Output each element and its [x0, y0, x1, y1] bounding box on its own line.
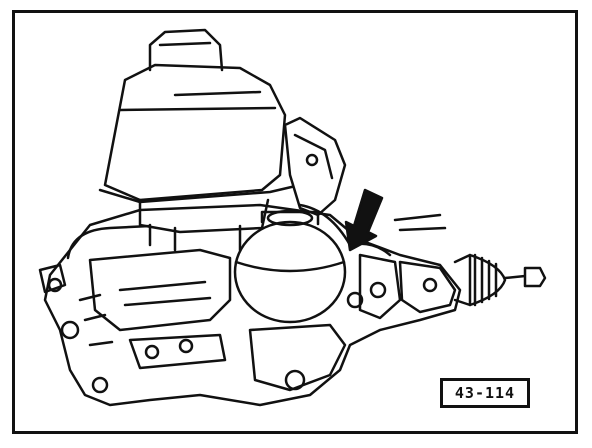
figure-number-label: 43-114 — [440, 378, 530, 408]
brake-fluid-reservoir-icon — [98, 28, 302, 252]
pointer-arrow-icon — [344, 188, 384, 252]
mounting-bracket-icon — [283, 116, 347, 217]
pressure-accumulator-sphere-icon — [233, 209, 347, 324]
push-rod-boot-icon — [453, 253, 547, 307]
